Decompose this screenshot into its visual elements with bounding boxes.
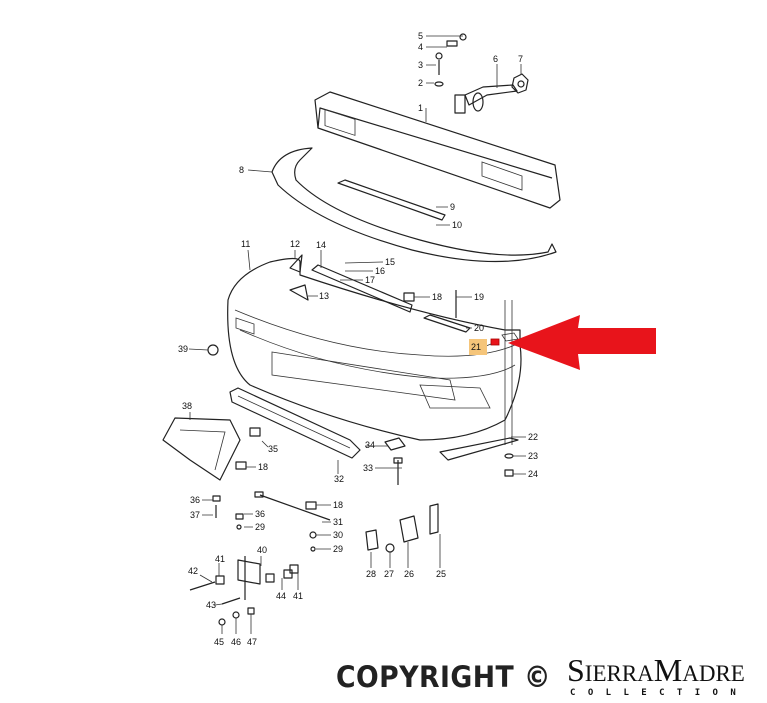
callout-30: 30 bbox=[333, 530, 343, 540]
callout-36: 36 bbox=[190, 495, 200, 505]
callout-36: 36 bbox=[255, 509, 265, 519]
callout-44: 44 bbox=[276, 591, 286, 601]
trim-piece-12 bbox=[289, 254, 303, 273]
callout-21: 21 bbox=[471, 342, 481, 352]
bumper-trim-strip bbox=[271, 147, 557, 263]
leader-lines bbox=[188, 35, 526, 634]
callout-2: 2 bbox=[418, 78, 423, 88]
callout-26: 26 bbox=[404, 569, 414, 579]
callout-1: 1 bbox=[418, 103, 423, 113]
callout-37: 37 bbox=[190, 510, 200, 520]
callout-33: 33 bbox=[363, 463, 373, 473]
callout-27: 27 bbox=[384, 569, 394, 579]
brand-subtitle: COLLECTION bbox=[570, 688, 749, 698]
bracket-18 bbox=[403, 292, 415, 302]
callout-9: 9 bbox=[450, 202, 455, 212]
callout-43: 43 bbox=[206, 600, 216, 610]
callout-8: 8 bbox=[239, 165, 244, 175]
callout-20: 20 bbox=[474, 323, 484, 333]
part-21-highlighted bbox=[490, 338, 500, 346]
callout-39: 39 bbox=[178, 344, 188, 354]
red-arrow-pointer bbox=[508, 315, 656, 370]
callout-18: 18 bbox=[258, 462, 268, 472]
callout-34: 34 bbox=[365, 440, 375, 450]
copyright-text: COPYRIGHT © bbox=[336, 660, 552, 694]
mount-bracket bbox=[434, 33, 529, 114]
callout-10: 10 bbox=[452, 220, 462, 230]
callout-22: 22 bbox=[528, 432, 538, 442]
callout-29: 29 bbox=[333, 544, 343, 554]
callout-38: 38 bbox=[182, 401, 192, 411]
strip-14 bbox=[311, 264, 413, 313]
callout-7: 7 bbox=[518, 54, 523, 64]
callout-18: 18 bbox=[432, 292, 442, 302]
bumper-beam bbox=[314, 91, 561, 209]
callout-32: 32 bbox=[334, 474, 344, 484]
grille bbox=[229, 387, 361, 459]
callout-45: 45 bbox=[214, 637, 224, 647]
callout-14: 14 bbox=[316, 240, 326, 250]
callout-15: 15 bbox=[385, 257, 395, 267]
underpanel bbox=[162, 417, 241, 481]
callout-17: 17 bbox=[365, 275, 375, 285]
callout-24: 24 bbox=[528, 469, 538, 479]
callout-35: 35 bbox=[268, 444, 278, 454]
callout-13: 13 bbox=[319, 291, 329, 301]
callout-19: 19 bbox=[474, 292, 484, 302]
plug-39 bbox=[207, 344, 219, 356]
callout-11: 11 bbox=[241, 239, 250, 249]
callout-23: 23 bbox=[528, 451, 538, 461]
callout-28: 28 bbox=[366, 569, 376, 579]
callout-31: 31 bbox=[333, 517, 343, 527]
strip-22 bbox=[439, 437, 519, 461]
callout-25: 25 bbox=[436, 569, 446, 579]
callout-12: 12 bbox=[290, 239, 300, 249]
callout-46: 46 bbox=[231, 637, 241, 647]
callout-6: 6 bbox=[493, 54, 498, 64]
brand-logo: SIERRAMADRE bbox=[567, 652, 745, 688]
callout-42: 42 bbox=[188, 566, 198, 576]
callout-16: 16 bbox=[375, 266, 385, 276]
callout-40: 40 bbox=[257, 545, 267, 555]
callout-41: 41 bbox=[215, 554, 225, 564]
trim-piece-13 bbox=[289, 284, 309, 301]
callout-3: 3 bbox=[418, 60, 423, 70]
callout-4: 4 bbox=[418, 42, 423, 52]
callout-18: 18 bbox=[333, 500, 343, 510]
callout-41: 41 bbox=[293, 591, 303, 601]
callout-5: 5 bbox=[418, 31, 423, 41]
upper-strip bbox=[337, 179, 446, 221]
callout-47: 47 bbox=[247, 637, 257, 647]
callout-29: 29 bbox=[255, 522, 265, 532]
highlight-box bbox=[469, 339, 487, 355]
